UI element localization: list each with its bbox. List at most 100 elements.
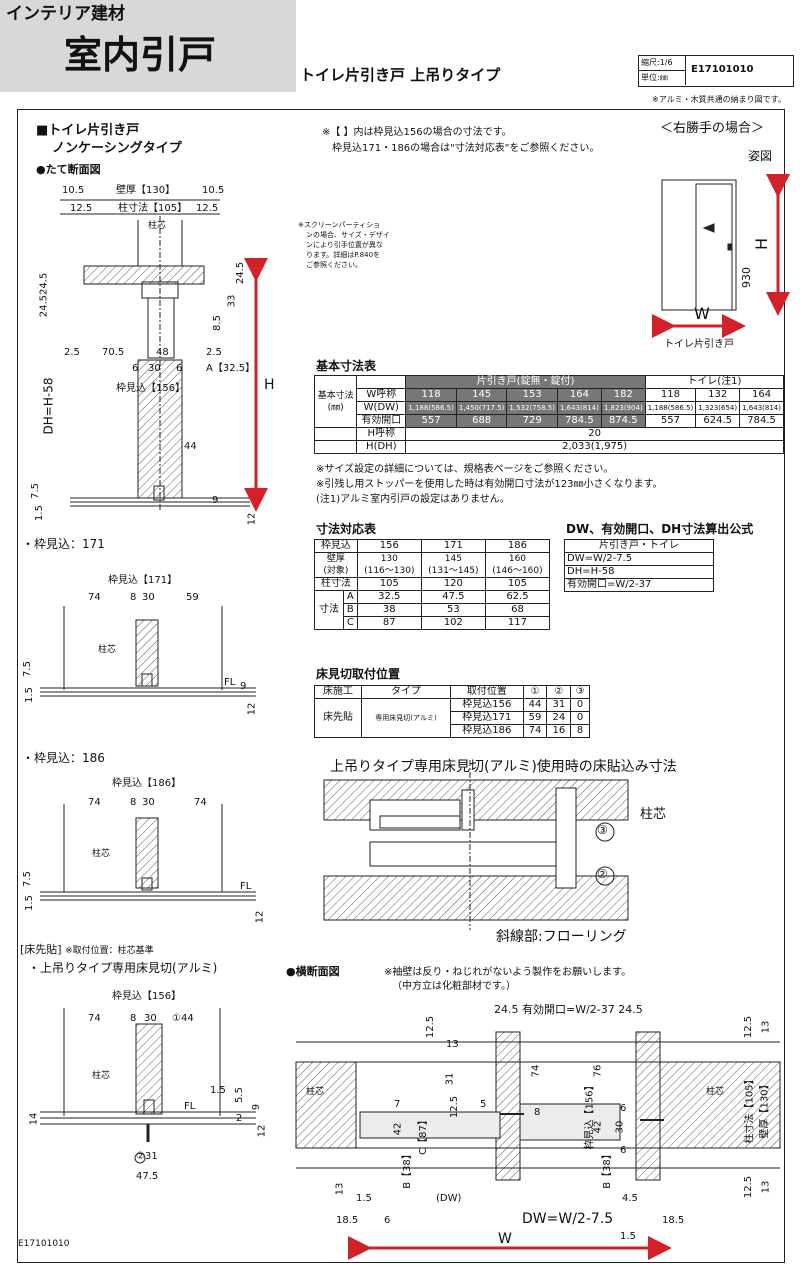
footer-code: E17101010 — [18, 1239, 70, 1249]
h-185-l: 18.5 — [336, 1215, 359, 1226]
frame156-drawing — [40, 1008, 256, 1164]
dim-10-5-right: 10.5 — [202, 185, 225, 196]
h-125-r1: 12.5 — [743, 1015, 755, 1039]
dim-10-5-left: 10.5 — [62, 185, 85, 196]
f186-74b: 74 — [194, 797, 207, 808]
h-c87: C【87】 — [417, 1115, 429, 1155]
floor-hashira: 柱芯 — [640, 807, 667, 822]
frame186-title: ・枠見込：186 — [22, 751, 105, 765]
yuka-saki: [床先貼] ※取付位置：柱芯基準 — [20, 943, 154, 956]
floor-table-title: 床見切取付位置 — [316, 667, 401, 681]
f171-74: 74 — [88, 592, 101, 603]
h-8: 8 — [534, 1107, 541, 1118]
screen-note-1: ンの場合、サイズ・デザイ — [306, 231, 390, 239]
vertical-title: ●たて断面図 — [36, 163, 101, 176]
dim-dh: DH=H-58 — [41, 377, 56, 435]
note2: 枠見込171・186の場合は"寸法対応表"をご参照ください。 — [332, 143, 600, 154]
f171-12: 12 — [246, 702, 258, 716]
f156-c1: ①44 — [172, 1013, 194, 1024]
page-title: 室内引戸 — [64, 33, 217, 77]
h-eff: 24.5 有効開口=W/2-37 24.5 — [494, 1003, 643, 1016]
header-note: ※アルミ・木質共通の納まり図です。 — [652, 95, 786, 104]
h-hashira-l: 柱芯 — [306, 1087, 325, 1097]
doc-code: E17101010 — [691, 64, 754, 75]
f171-75: 7.5 — [21, 661, 33, 677]
f171-15: 1.5 — [23, 687, 35, 703]
hatched-label: 斜線部:フローリング — [496, 929, 627, 945]
h-74: 74 — [530, 1064, 542, 1078]
dim-12-5-left: 12.5 — [70, 203, 93, 214]
h-pillar105: 柱寸法【105】 — [744, 1074, 756, 1144]
h-13-l: 13 — [334, 1182, 346, 1196]
h-185-r: 18.5 — [662, 1215, 685, 1226]
f156-30: 30 — [144, 1013, 157, 1024]
dim-24-5: 24.5 — [235, 261, 247, 285]
f186-8: 8 — [130, 797, 137, 808]
floor-detail-drawing — [323, 760, 629, 930]
f156-8: 8 — [130, 1013, 137, 1024]
right-hand-label: ＜右勝手の場合＞ — [660, 121, 765, 136]
f186-75: 7.5 — [21, 871, 33, 887]
floor-c2: ② — [597, 867, 608, 881]
h-7: 7 — [394, 1099, 401, 1110]
horizontal-note1: ※袖壁は反り・ねじれがないよう製作をお願いします。 — [384, 967, 632, 978]
note1: ※【 】内は枠見込156の場合の寸法です。 — [322, 127, 512, 138]
h-125-b: 12.5 — [449, 1095, 461, 1119]
frame186-drawing — [40, 804, 256, 901]
dim-12: 12 — [246, 512, 258, 526]
floor-c3: ③ — [597, 823, 608, 837]
f156-dim: 枠見込【156】 — [112, 991, 182, 1002]
dim-9: 9 — [212, 495, 219, 506]
f156-c2: ②31 — [136, 1151, 158, 1162]
f186-15: 1.5 — [23, 895, 35, 911]
dim-pillar: 柱寸法【105】 — [118, 203, 188, 214]
scale-box: 縮尺:1/6 単位:㎜ E17101010 — [638, 55, 794, 87]
dim-8-5: 8.5 — [211, 315, 223, 331]
screen-note-0: ※スクリーンパーティショ — [298, 221, 381, 229]
f156-fl: FL — [184, 1101, 196, 1112]
h-15-r: 1.5 — [620, 1231, 636, 1242]
formula-table: 片引き戸・トイレ DW=W/2-7.5 DH=H-58 有効開口=W/2-37 — [564, 539, 714, 592]
h-30: 30 — [614, 1120, 626, 1134]
f171-59: 59 — [186, 592, 199, 603]
f156-12: 12 — [256, 1124, 268, 1138]
h-42-r: 42 — [592, 1120, 604, 1134]
basic-table-title: 基本寸法表 — [316, 359, 377, 373]
h-125-r2: 12.5 — [743, 1175, 755, 1199]
f186-74a: 74 — [88, 797, 101, 808]
h-hashira-r: 柱芯 — [706, 1087, 725, 1097]
label-hashira: 柱芯 — [148, 221, 167, 231]
h-5: 5 — [480, 1099, 487, 1110]
yuka-rail: ・上吊りタイプ専用床見切(アルミ) — [28, 961, 218, 975]
h-dw-formula: DW=W/2-7.5 — [522, 1211, 614, 1227]
dim-33: 33 — [226, 294, 238, 308]
dim-1-5: 1.5 — [33, 505, 45, 521]
h-b38-l: B【38】 — [401, 1149, 413, 1189]
f171-9: 9 — [240, 681, 247, 692]
dim-6-l: 6 — [132, 363, 139, 374]
elevation-drawing — [661, 179, 737, 311]
f186-hashira: 柱芯 — [92, 849, 111, 859]
dim-48: 48 — [156, 347, 169, 358]
f186-fl: FL — [240, 881, 252, 892]
basic-note-0: ※サイズ設定の詳細については、規格表ページをご参照ください。 — [316, 464, 614, 475]
dim-2-5-l: 2.5 — [64, 347, 80, 358]
section-heading: ■トイレ片引き戸 — [36, 123, 140, 138]
dim-h: H — [264, 377, 275, 393]
h-dw: (DW) — [436, 1193, 462, 1204]
h-frame156: 枠見込【156】 — [584, 1080, 596, 1150]
f171-8: 8 — [130, 592, 137, 603]
f156-74: 74 — [88, 1013, 101, 1024]
h-6-b: 6 — [620, 1145, 627, 1156]
horizontal-section — [295, 1031, 781, 1181]
h-w: W — [498, 1231, 512, 1247]
dim-2-5-r: 2.5 — [206, 347, 222, 358]
frame186-dim: 枠見込【186】 — [112, 778, 182, 789]
h-b38-r: B【38】 — [601, 1149, 613, 1189]
f186-12: 12 — [254, 910, 266, 924]
h-45: 4.5 — [622, 1193, 638, 1204]
h-6-c: 6 — [384, 1215, 391, 1226]
f171-hashira: 柱芯 — [98, 645, 117, 655]
